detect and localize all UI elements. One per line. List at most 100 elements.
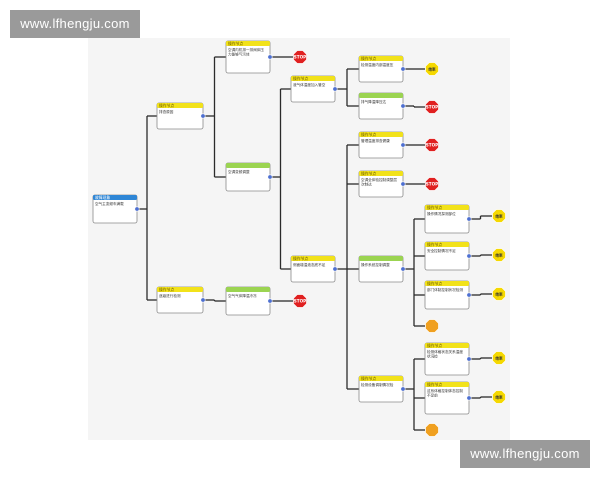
node-text: 部门体制控制状况检测: [427, 287, 463, 292]
connector-dot[interactable]: [400, 66, 406, 72]
node-header: [359, 376, 403, 381]
connector-dot[interactable]: [332, 86, 338, 92]
node-header: [359, 56, 403, 61]
connector-dot[interactable]: [400, 103, 406, 109]
node-text: 检测体格状态关系温度: [427, 349, 463, 354]
end-badge-icon: [425, 319, 439, 333]
flow-node-n2a[interactable]: 空气气体降温冷冻: [225, 286, 273, 316]
node-text: 空气气体降温冷冻: [228, 293, 257, 298]
stop-sign-icon: [425, 138, 439, 152]
end-badge-icon: [425, 423, 439, 437]
node-header: [291, 256, 335, 261]
connector-dot[interactable]: [400, 142, 406, 148]
node-title: 操作节点: [427, 343, 442, 348]
connector-dot[interactable]: [200, 297, 206, 303]
end-badge-icon: [492, 209, 506, 223]
node-text: 空调变频调整: [228, 169, 250, 174]
flow-node-n1b[interactable]: 空调变频调整: [225, 162, 273, 192]
terminal-label: 结束: [494, 253, 503, 258]
connector-dot[interactable]: [466, 216, 472, 222]
terminal-label: 结束: [427, 67, 436, 72]
flow-node-n3b[interactable]: 排气降温降压达: [358, 92, 406, 120]
terminal-label: 结束: [494, 292, 503, 297]
end-terminal: 结束: [425, 62, 439, 76]
node-header: [425, 205, 469, 210]
node-text: 管理温度排查健康: [361, 138, 390, 143]
end-terminal: 结束: [492, 209, 506, 223]
stop-terminal: STOP: [293, 50, 307, 64]
terminal-label: 结束: [494, 356, 503, 361]
connector-dot[interactable]: [267, 174, 273, 180]
node-header: [157, 287, 203, 292]
node-text: 检测设备调制情况检: [361, 382, 394, 387]
node-title: 操作节点: [293, 76, 308, 81]
end-terminal: 结束: [492, 390, 506, 404]
node-header: [157, 103, 203, 108]
end-terminal: [425, 319, 439, 333]
stop-terminal: STOP: [425, 177, 439, 191]
connector-dot[interactable]: [400, 266, 406, 272]
node-header: [425, 343, 469, 348]
node-text: 力能够气污体: [228, 52, 250, 57]
terminal-label: STOP: [426, 143, 439, 148]
connector-dot[interactable]: [466, 356, 472, 362]
flow-node-n4c[interactable]: 操作系统控制调整: [358, 255, 406, 283]
connector-dot[interactable]: [466, 253, 472, 259]
node-title: 操作节点: [361, 56, 376, 61]
node-title: 操作节点: [361, 376, 376, 381]
connector-dot[interactable]: [200, 113, 206, 119]
node-text: 空调内机排一排阀体压: [228, 47, 264, 52]
stop-terminal: STOP: [293, 294, 307, 308]
node-title: 操作节点: [159, 103, 174, 108]
terminal-label: 结束: [494, 395, 503, 400]
connector-dot[interactable]: [400, 386, 406, 392]
node-text: 操作系统控制调整: [361, 262, 390, 267]
node-header: [93, 195, 137, 200]
terminal-label: STOP: [426, 182, 439, 187]
node-title: 操作节点: [361, 171, 376, 176]
end-badge-icon: [492, 390, 506, 404]
connector-dot[interactable]: [134, 206, 140, 212]
node-header: [359, 93, 403, 98]
node-header: [226, 163, 270, 168]
node-text: 空气主变频车满载: [95, 201, 124, 206]
node-text: 不足前: [427, 393, 438, 398]
diagram-canvas: 故障现象空气主变频车满载操作节点排查原因操作节点逐级进行检测操作节点空调内机排一…: [88, 38, 510, 440]
end-terminal: 结束: [492, 287, 506, 301]
end-terminal: 结束: [492, 248, 506, 262]
connector-dot[interactable]: [332, 266, 338, 272]
connector-dot[interactable]: [466, 395, 472, 401]
connector-dot[interactable]: [267, 54, 273, 60]
watermark-top: www.lfhengju.com: [10, 10, 140, 38]
node-header: [425, 242, 469, 247]
node-text: 空调全体验控制调整层: [361, 177, 397, 182]
connector-dot[interactable]: [400, 181, 406, 187]
node-header: [359, 132, 403, 137]
terminal-label: STOP: [294, 299, 307, 304]
connector-dot[interactable]: [466, 292, 472, 298]
node-header: [359, 256, 403, 261]
end-badge-icon: [492, 287, 506, 301]
connector-dot[interactable]: [267, 298, 273, 304]
node-header: [291, 76, 335, 81]
node-text: 次制达: [361, 182, 372, 187]
terminal-label: STOP: [426, 105, 439, 110]
node-text: 这系体格控制体态控制: [427, 388, 463, 393]
end-badge-icon: [425, 62, 439, 76]
terminal-label: STOP: [294, 55, 307, 60]
